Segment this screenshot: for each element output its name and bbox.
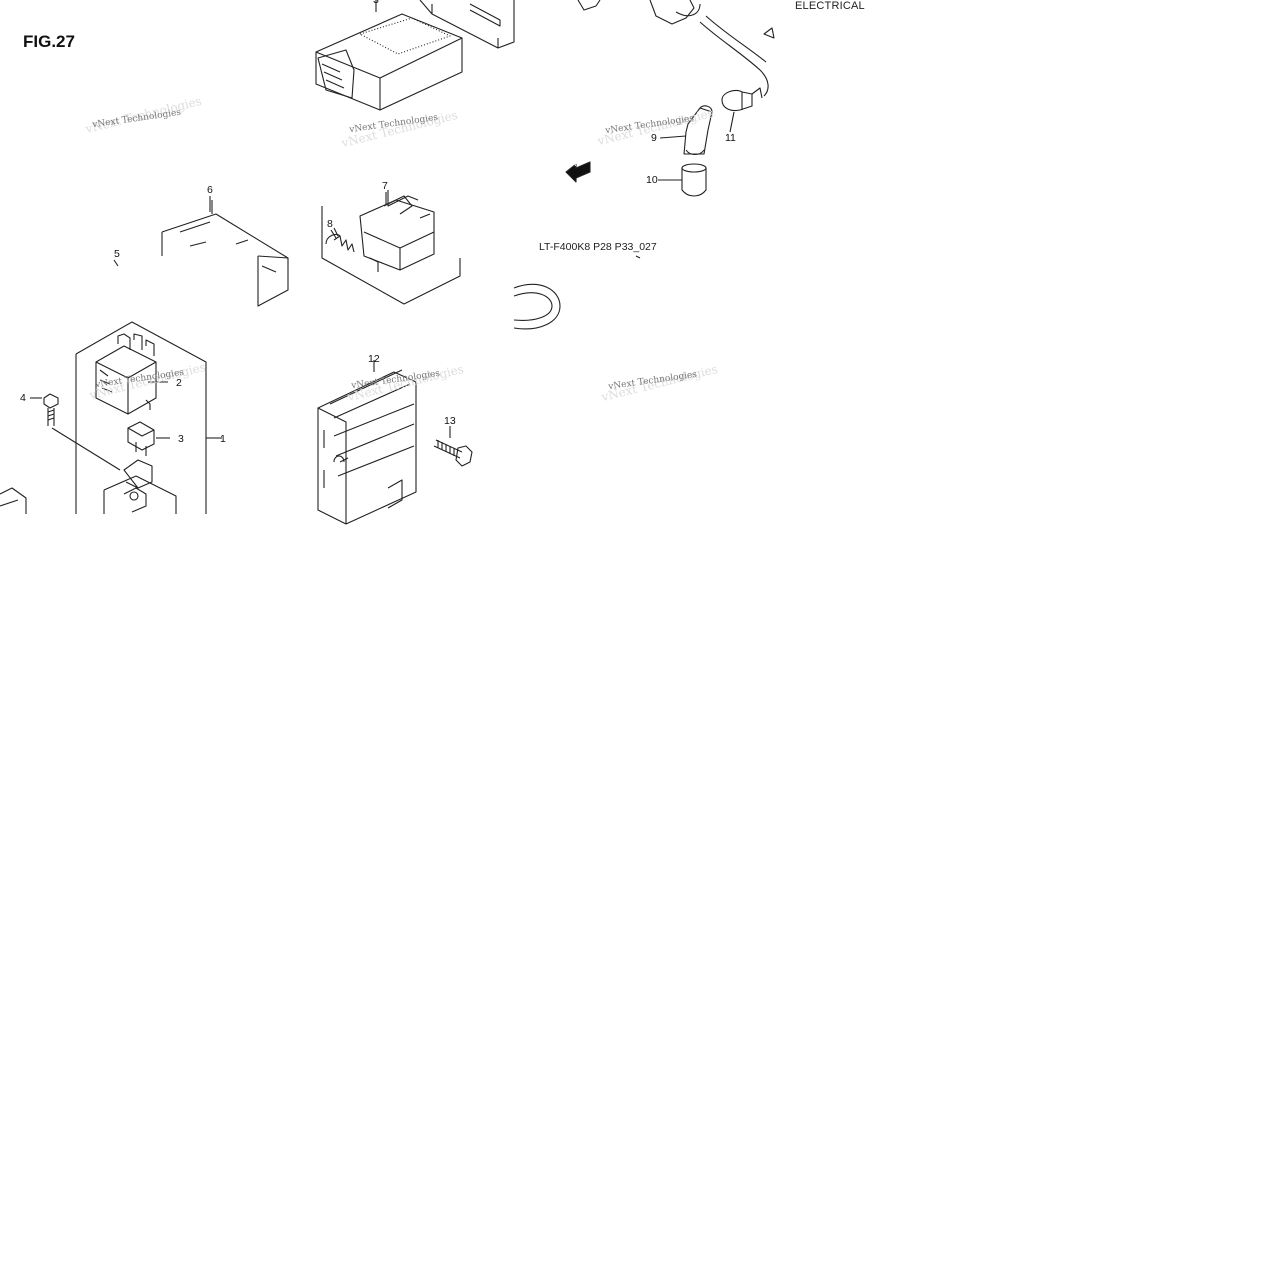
connector-part: [721, 89, 753, 112]
diagram-code: LT-F400K8 P28 P33_027: [539, 241, 657, 253]
section-label: ELECTRICAL: [795, 0, 865, 12]
callout-1: 1: [220, 433, 226, 445]
callout-3-top: 3: [373, 0, 379, 6]
fuse-box-base-part: [103, 459, 177, 514]
callout-6: 6: [207, 184, 213, 196]
relay-7-part: [321, 190, 461, 305]
callout-2: 2: [176, 377, 182, 389]
box-6-part: [161, 200, 289, 307]
callout-7: 7: [382, 180, 388, 192]
fuse-cover-2-part: [95, 333, 168, 415]
regulator-12-part: [317, 360, 417, 525]
ignition-coil-part: [577, 0, 775, 99]
hose-ring-part: [513, 255, 641, 330]
callout-8: 8: [327, 218, 333, 230]
callout-12: 12: [368, 353, 380, 365]
bolt-4-part: [30, 393, 121, 471]
fwd-arrow-icon: [565, 161, 591, 183]
partial-box-part: [419, 0, 515, 49]
fuse-3-part: [127, 421, 170, 456]
partial-part-left: [0, 487, 27, 514]
cap-part: [681, 163, 707, 197]
callout-13: 13: [444, 415, 456, 427]
figure-title: FIG.27: [23, 32, 75, 51]
spring-8-part: [325, 229, 355, 253]
callout-5: 5: [114, 248, 120, 260]
callout-4: 4: [20, 392, 26, 404]
leader-lines: [113, 111, 735, 267]
callout-9: 9: [651, 132, 657, 144]
cdi-unit-part: [315, 0, 463, 111]
callout-3: 3: [178, 433, 184, 445]
callout-11: 11: [725, 132, 736, 144]
bolt-13-part: [433, 426, 473, 467]
callout-10: 10: [646, 174, 658, 186]
fuse-box-assembly: [75, 321, 222, 514]
